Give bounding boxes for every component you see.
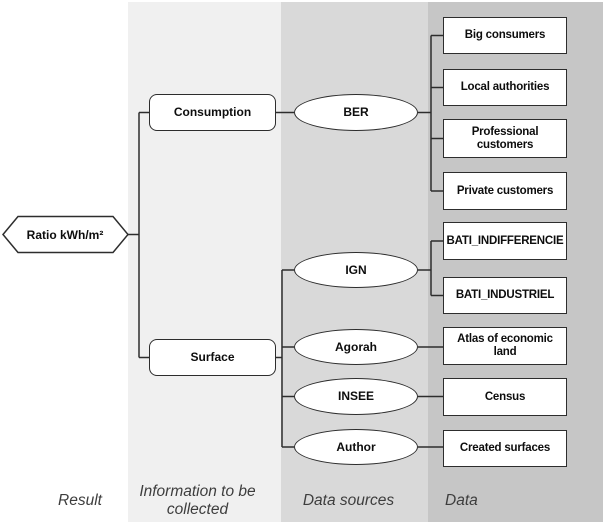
node-author: Author (294, 429, 418, 465)
node-local-authorities: Local authorities (443, 69, 567, 106)
node-atlas-of-economic-land: Atlas of economic land (443, 327, 567, 365)
result-hexagon (2, 215, 129, 254)
node-bati-indifferencie: BATI_INDIFFERENCIE (443, 222, 567, 260)
node-agorah: Agorah (294, 329, 418, 365)
node-insee: INSEE (294, 378, 418, 415)
node-ber: BER (294, 94, 418, 131)
node-consumption: Consumption (149, 94, 276, 131)
column-label-information-to-be-collected: Information to be collected (139, 483, 256, 518)
node-big-consumers: Big consumers (443, 17, 567, 54)
column-label-data-sources: Data sources (302, 492, 395, 509)
node-private-customers: Private customers (443, 172, 567, 210)
node-surface: Surface (149, 339, 276, 376)
node-professional-customers: Professional customers (443, 119, 567, 158)
node-ign: IGN (294, 252, 418, 288)
node-census: Census (443, 378, 567, 416)
column-label-data: Data (445, 492, 478, 509)
node-bati-industriel: BATI_INDUSTRIEL (443, 277, 567, 314)
result-node-label: Ratio kWh/m² (26, 228, 104, 242)
node-created-surfaces: Created surfaces (443, 430, 567, 467)
band-information-to-be-collected (128, 2, 281, 522)
column-label-result: Result (58, 492, 102, 509)
